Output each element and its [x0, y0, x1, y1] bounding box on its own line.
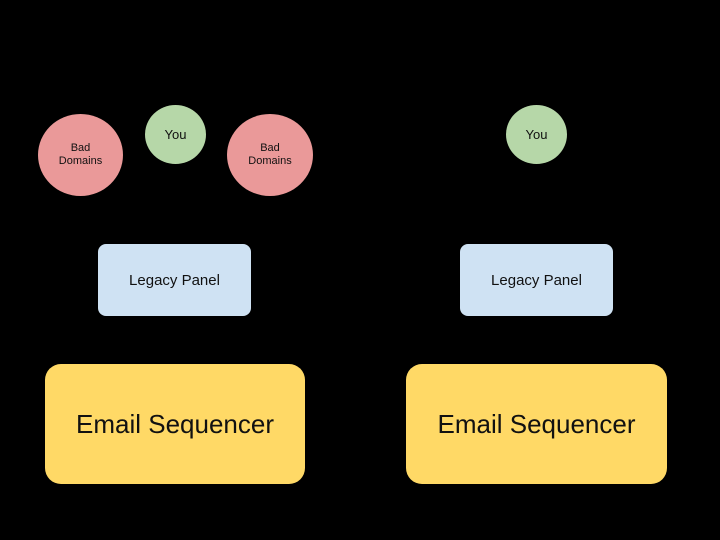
you-node-left: You: [145, 105, 206, 164]
bad-domains-label-line-1: Bad: [260, 142, 280, 154]
bad-domains-node-left: Bad Domains: [38, 114, 123, 196]
email-sequencer-label: Email Sequencer: [76, 408, 274, 439]
legacy-panel-node: Legacy Panel: [98, 244, 251, 316]
bad-domains-label-line-1: Bad: [70, 142, 91, 154]
legacy-panel-node: Legacy Panel: [460, 244, 613, 316]
email-sequencer-node: Email Sequencer: [45, 364, 305, 484]
bad-domains-label-line-2: Domains: [58, 155, 103, 167]
bad-domains-label-line-2: Domains: [248, 155, 292, 167]
email-sequencer-node: Email Sequencer: [406, 364, 667, 484]
you-label: You: [525, 127, 548, 142]
you-label: You: [164, 127, 187, 142]
legacy-panel-label: Legacy Panel: [491, 271, 582, 289]
you-node: You: [506, 105, 567, 164]
bad-domains-label: Bad Domains: [59, 142, 102, 168]
bad-domains-label: Bad Domains: [248, 142, 291, 168]
legacy-panel-label: Legacy Panel: [129, 271, 220, 289]
email-sequencer-label: Email Sequencer: [437, 408, 636, 439]
bad-domains-node-right: Bad Domains: [227, 114, 313, 196]
